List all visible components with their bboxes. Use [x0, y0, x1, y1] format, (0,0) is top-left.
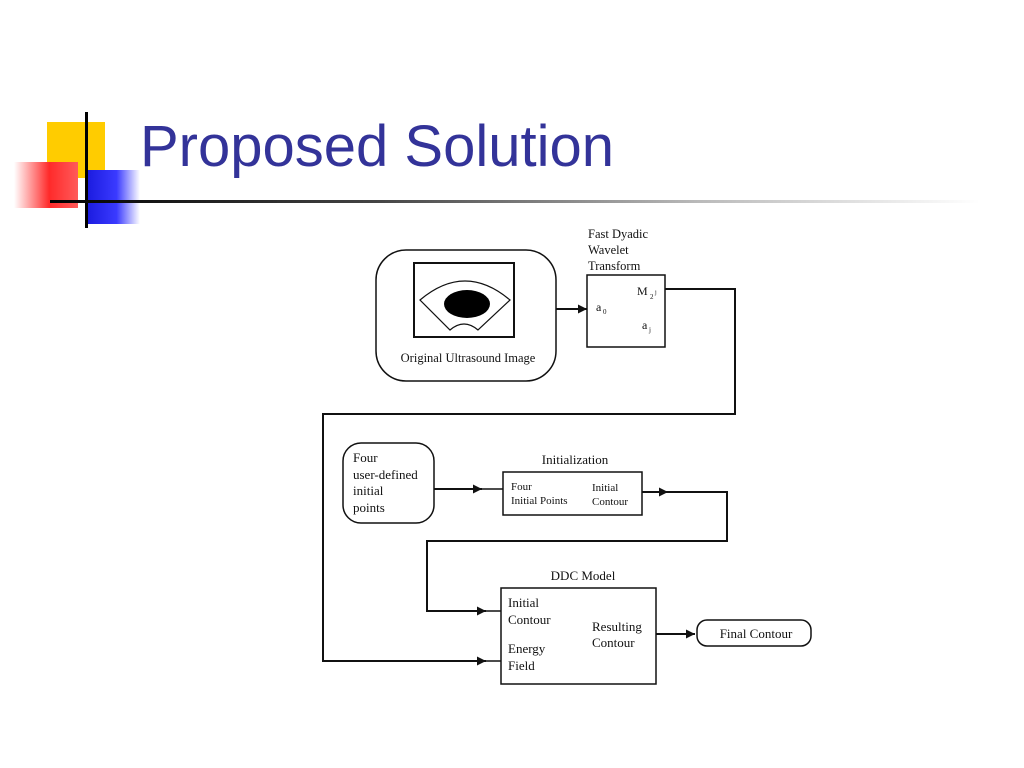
ultrasound-label: Original Ultrasound Image	[401, 351, 536, 365]
user-points-line-4: points	[353, 500, 385, 515]
decor-blue-square	[88, 170, 140, 224]
fdwt-m-sub: 2	[650, 293, 654, 301]
fdwt-aj: a	[642, 318, 648, 332]
init-title: Initialization	[542, 452, 609, 467]
ddc-initial-line-1: Initial	[508, 595, 539, 610]
final-contour-label: Final Contour	[720, 626, 793, 641]
title-underline	[50, 200, 980, 203]
ultrasound-blob-icon	[444, 290, 490, 318]
fdwt-title-line-2: Wavelet	[588, 243, 629, 257]
init-left-line-2: Initial Points	[511, 495, 568, 507]
init-right-line-1: Initial	[592, 482, 618, 494]
ddc-energy-line-1: Energy	[508, 641, 546, 656]
fdwt-m: M	[637, 284, 648, 298]
user-points-node: Four user-defined initial points	[342, 442, 435, 524]
slide-title: Proposed Solution	[140, 114, 614, 179]
user-points-line-1: Four	[353, 450, 378, 465]
fdwt-aj-sub: j	[648, 326, 651, 334]
ddc-energy-line-2: Field	[508, 658, 535, 673]
fdwt-m-sup: j	[654, 290, 657, 296]
ddc-title: DDC Model	[551, 568, 616, 583]
final-contour-node: Final Contour	[696, 619, 812, 647]
connector-fdwt-to-energy	[322, 288, 736, 662]
init-right-line-2: Contour	[592, 496, 628, 508]
ultrasound-sector-icon	[419, 280, 511, 331]
ddc-result-line-1: Resulting	[592, 619, 642, 634]
ddc-initial-line-2: Contour	[508, 612, 551, 627]
fdwt-a0-sub: 0	[603, 308, 607, 316]
connector-init-to-ddc	[426, 491, 728, 612]
decor-vertical-line	[85, 112, 88, 228]
fdwt-a0: a	[596, 300, 602, 314]
fdwt-title-line-1: Fast Dyadic	[588, 227, 649, 241]
user-points-line-2: user-defined	[353, 467, 418, 482]
fdwt-node: Fast Dyadic Wavelet Transform a 0 M 2 j …	[586, 227, 666, 348]
init-left-line-1: Four	[511, 481, 532, 493]
ddc-result-line-2: Contour	[592, 635, 635, 650]
initialization-node: Initialization Four Initial Points Initi…	[502, 452, 643, 516]
fdwt-title-line-3: Transform	[588, 259, 641, 273]
user-points-line-3: initial	[353, 483, 384, 498]
ultrasound-node: Original Ultrasound Image	[375, 249, 557, 382]
ddc-model-node: DDC Model Initial Contour Energy Field R…	[500, 568, 657, 685]
